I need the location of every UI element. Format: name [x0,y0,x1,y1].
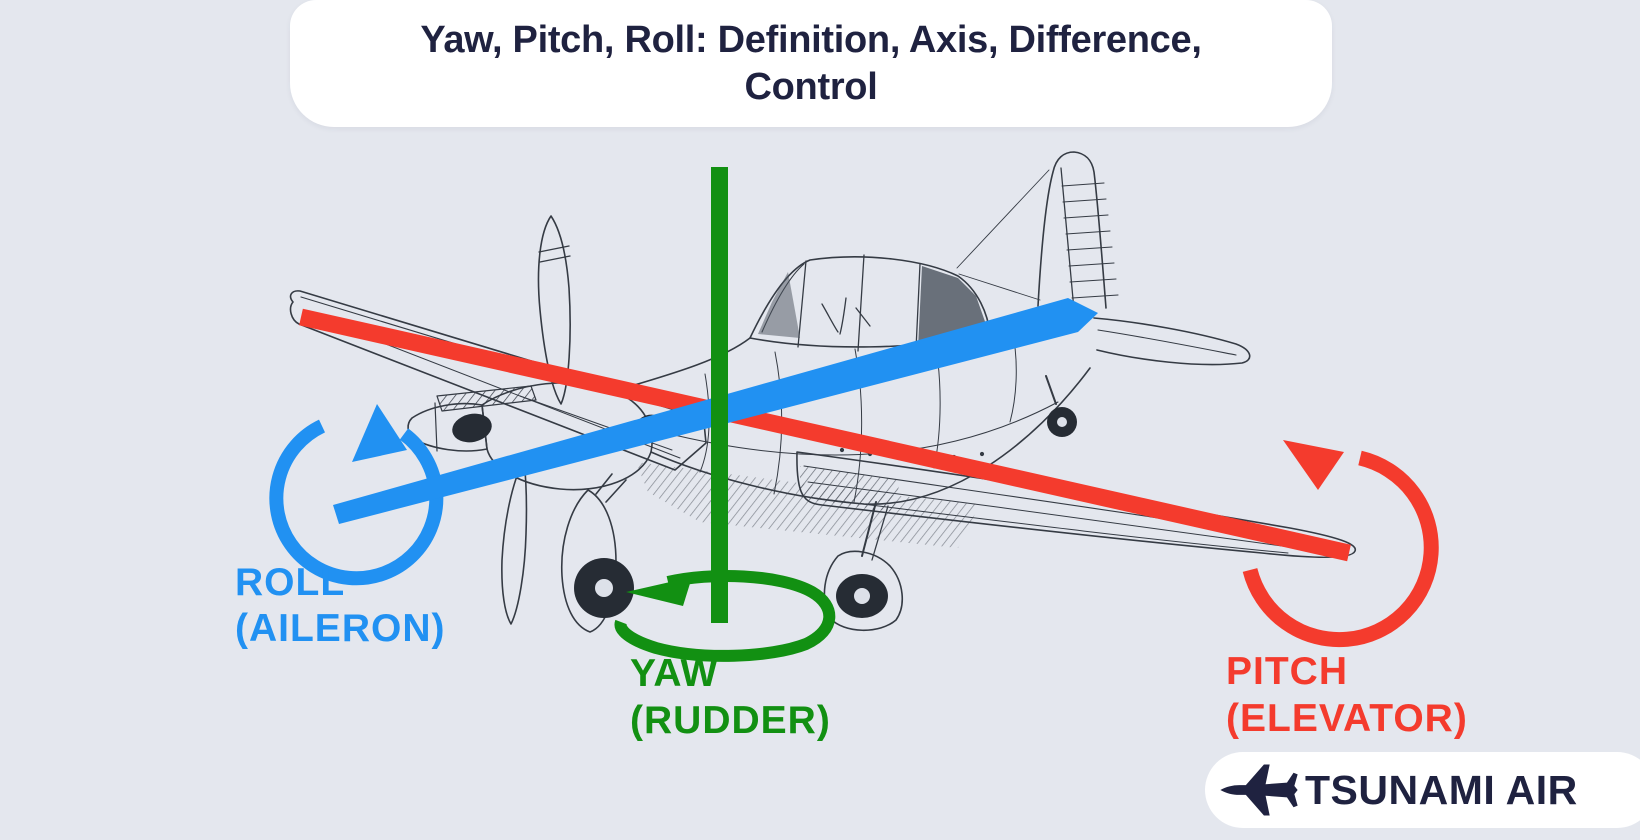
pitch-rotation-arrow [1242,440,1439,648]
roll-label-control: (AILERON) [235,607,446,650]
page-title: Yaw, Pitch, Roll: Definition, Axis, Diff… [420,17,1202,111]
jet-plane-icon [1220,764,1298,816]
title-line-1: Yaw, Pitch, Roll: Definition, Axis, Diff… [420,18,1202,61]
yaw-rotation-arrow [614,570,836,662]
title-card: Yaw, Pitch, Roll: Definition, Axis, Diff… [290,0,1332,127]
pitch-label-control: (ELEVATOR) [1226,697,1468,740]
pitch-label-name: PITCH [1226,650,1348,693]
roll-axis-label: ROLL (AILERON) [235,560,445,652]
brand-name: TSUNAMI AIR [1305,766,1578,813]
brand-badge: TSUNAMI AIR [1205,752,1640,828]
pitch-axis-line [299,308,1351,562]
yaw-label-control: (RUDDER) [630,699,831,742]
yaw-axis-line [711,167,728,623]
title-line-2: Control [744,65,878,108]
yaw-axis-label: YAW (RUDDER) [630,650,831,744]
pitch-axis-label: PITCH (ELEVATOR) [1226,648,1468,742]
yaw-label-name: YAW [630,652,719,695]
roll-label-name: ROLL [235,561,346,604]
